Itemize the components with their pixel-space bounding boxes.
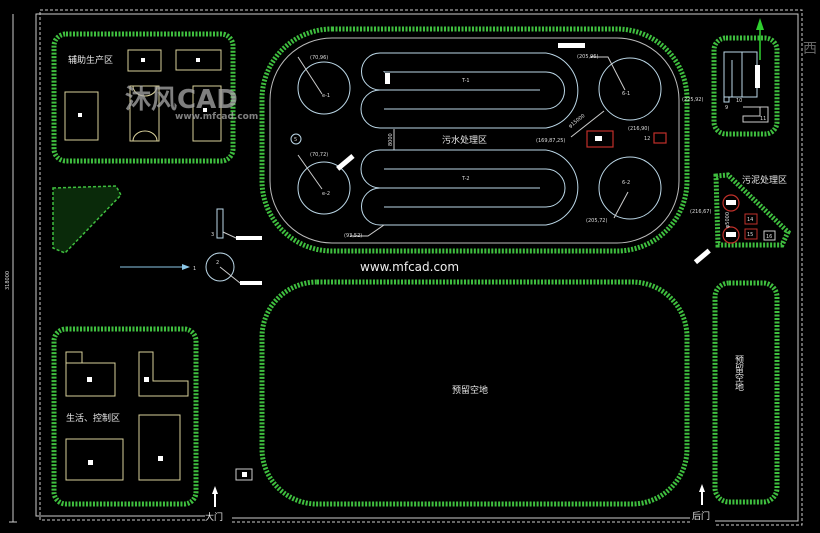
auxiliary-zone: 辅助生产区 [51, 31, 236, 164]
overall-dimension: 318000 [5, 14, 17, 523]
svg-text:预留空地: 预留空地 [733, 355, 744, 391]
watermark-url-small: www.mfcad.com [175, 112, 258, 122]
north-arrow-icon [756, 18, 764, 30]
site-fence [35, 9, 803, 526]
svg-text:(93,52): (93,52) [344, 233, 362, 239]
compass-label: 西 [803, 41, 817, 57]
svg-text:(205,72): (205,72) [586, 218, 607, 224]
svg-text:大门: 大门 [205, 511, 223, 523]
svg-text:9: 9 [725, 105, 728, 111]
svg-text:辅助生产区: 辅助生产区 [68, 54, 113, 66]
svg-text:e-1: e-1 [322, 93, 330, 99]
svg-text:预留空地: 预留空地 [452, 384, 488, 396]
svg-text:16: 16 [766, 234, 772, 240]
svg-text:(70,96): (70,96) [310, 55, 328, 61]
basketball-court [129, 85, 160, 142]
back-gate: 后门 [692, 484, 710, 522]
right-top-zone: 10 9 (225,92) 11 [682, 18, 780, 137]
svg-text:15: 15 [747, 232, 753, 238]
svg-text:T-1: T-1 [461, 78, 470, 84]
svg-text:(70,72): (70,72) [310, 152, 328, 158]
sludge-treatment-zone: 污泥处理区 (216,67) φ5000 14 15 16 [690, 172, 792, 265]
watermark-logo: 沐风CAD [125, 85, 238, 115]
svg-text:生活、控制区: 生活、控制区 [66, 412, 120, 424]
sewage-treatment-zone: e-1 (70,96) e-2 (70,72) 5 T-1 8000 污水处理区… [259, 26, 690, 254]
main-gate: 大门 [205, 486, 223, 523]
green-area [52, 185, 122, 254]
svg-text:8000: 8000 [388, 133, 394, 146]
svg-text:(216,90): (216,90) [628, 126, 649, 132]
svg-text:10: 10 [736, 98, 742, 104]
svg-text:6-2: 6-2 [622, 180, 630, 186]
watermark-url: www.mfcad.com [360, 260, 459, 274]
svg-text:3: 3 [211, 232, 214, 238]
svg-text:污水处理区: 污水处理区 [442, 134, 487, 146]
svg-text:14: 14 [747, 217, 753, 223]
svg-text:T-2: T-2 [461, 176, 470, 182]
svg-text:318000: 318000 [5, 271, 11, 290]
svg-text:2: 2 [216, 260, 219, 266]
svg-text:(216,67): (216,67) [690, 209, 711, 215]
svg-text:12: 12 [644, 136, 650, 142]
living-control-zone: 生活、控制区 [51, 326, 253, 507]
svg-text:(225,92): (225,92) [682, 97, 703, 103]
svg-text:e-2: e-2 [322, 191, 330, 197]
svg-text:后门: 后门 [692, 510, 710, 522]
svg-text:φ5000: φ5000 [725, 212, 731, 228]
svg-text:(169,87,25): (169,87,25) [536, 138, 565, 144]
reserved-land-right: 预留空地 [712, 280, 780, 505]
svg-text:1: 1 [193, 266, 196, 272]
inlet-units: 3 1 2 [120, 208, 262, 285]
svg-text:11: 11 [760, 116, 766, 122]
svg-text:污泥处理区: 污泥处理区 [742, 174, 787, 186]
svg-text:5: 5 [294, 137, 297, 143]
svg-text:6-1: 6-1 [622, 91, 630, 97]
reserved-land-center: 预留空地 [259, 279, 690, 507]
svg-text:(205,96): (205,96) [577, 54, 598, 60]
